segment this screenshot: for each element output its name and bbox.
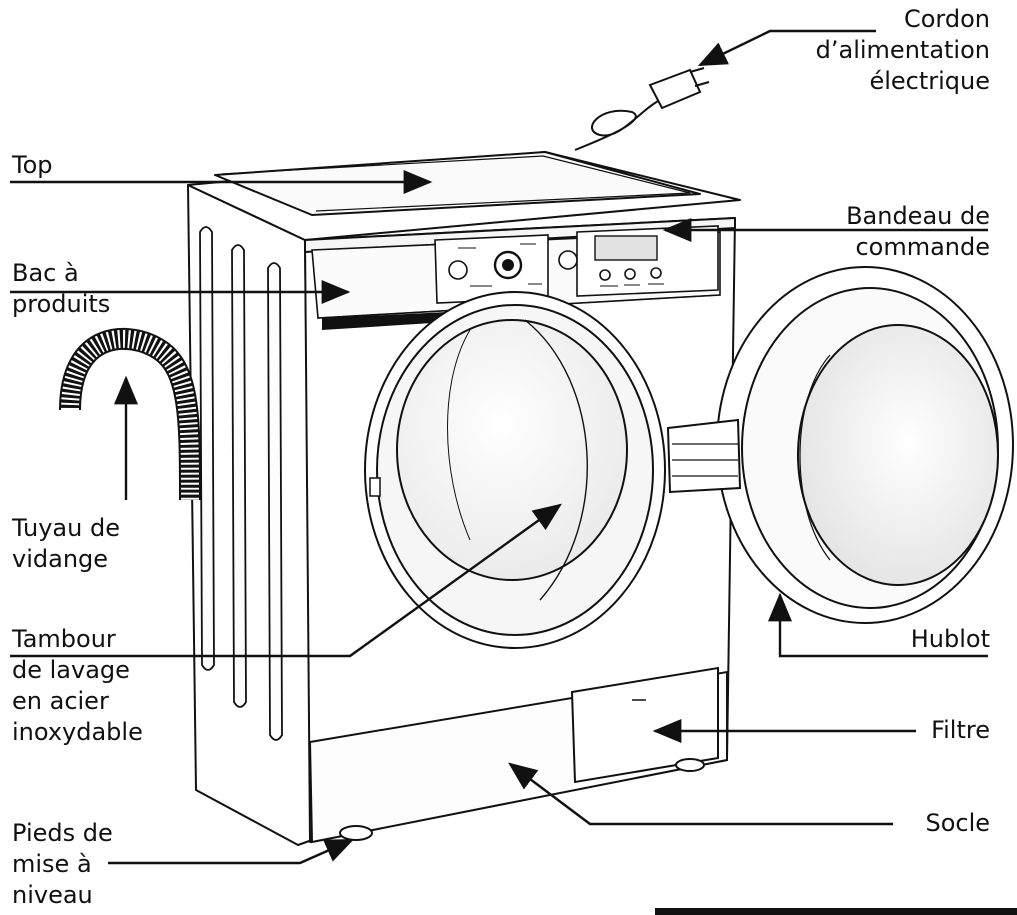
leader-plinth bbox=[508, 762, 893, 826]
drum-opening bbox=[364, 291, 666, 649]
label-drain-hose: Tuyau de vidange bbox=[12, 514, 120, 573]
plinth bbox=[308, 666, 728, 844]
label-detergent-drawer: Bac à produits bbox=[12, 259, 111, 318]
control-panel bbox=[311, 225, 721, 330]
power-cord bbox=[574, 67, 710, 151]
drain-hose bbox=[59, 327, 201, 501]
label-plinth: Socle bbox=[925, 809, 990, 837]
label-drum: Tambour de lavage en acier inoxydable bbox=[12, 625, 143, 746]
door bbox=[666, 266, 1014, 624]
footer-bar bbox=[655, 908, 1017, 915]
leader-door bbox=[768, 592, 988, 658]
label-door: Hublot bbox=[910, 625, 990, 653]
leader-lines bbox=[10, 29, 988, 865]
label-power-cord: Cordon d’alimentation électrique bbox=[815, 5, 990, 95]
leader-feet bbox=[108, 838, 355, 865]
label-filter: Filtre bbox=[931, 716, 990, 744]
leader-drum bbox=[10, 503, 562, 658]
side-ribs bbox=[199, 226, 283, 741]
label-top: Top bbox=[12, 151, 53, 179]
label-control-panel: Bandeau de commande bbox=[846, 202, 990, 261]
label-feet: Pieds de mise à niveau bbox=[12, 819, 113, 909]
leader-power-cord bbox=[697, 29, 876, 67]
